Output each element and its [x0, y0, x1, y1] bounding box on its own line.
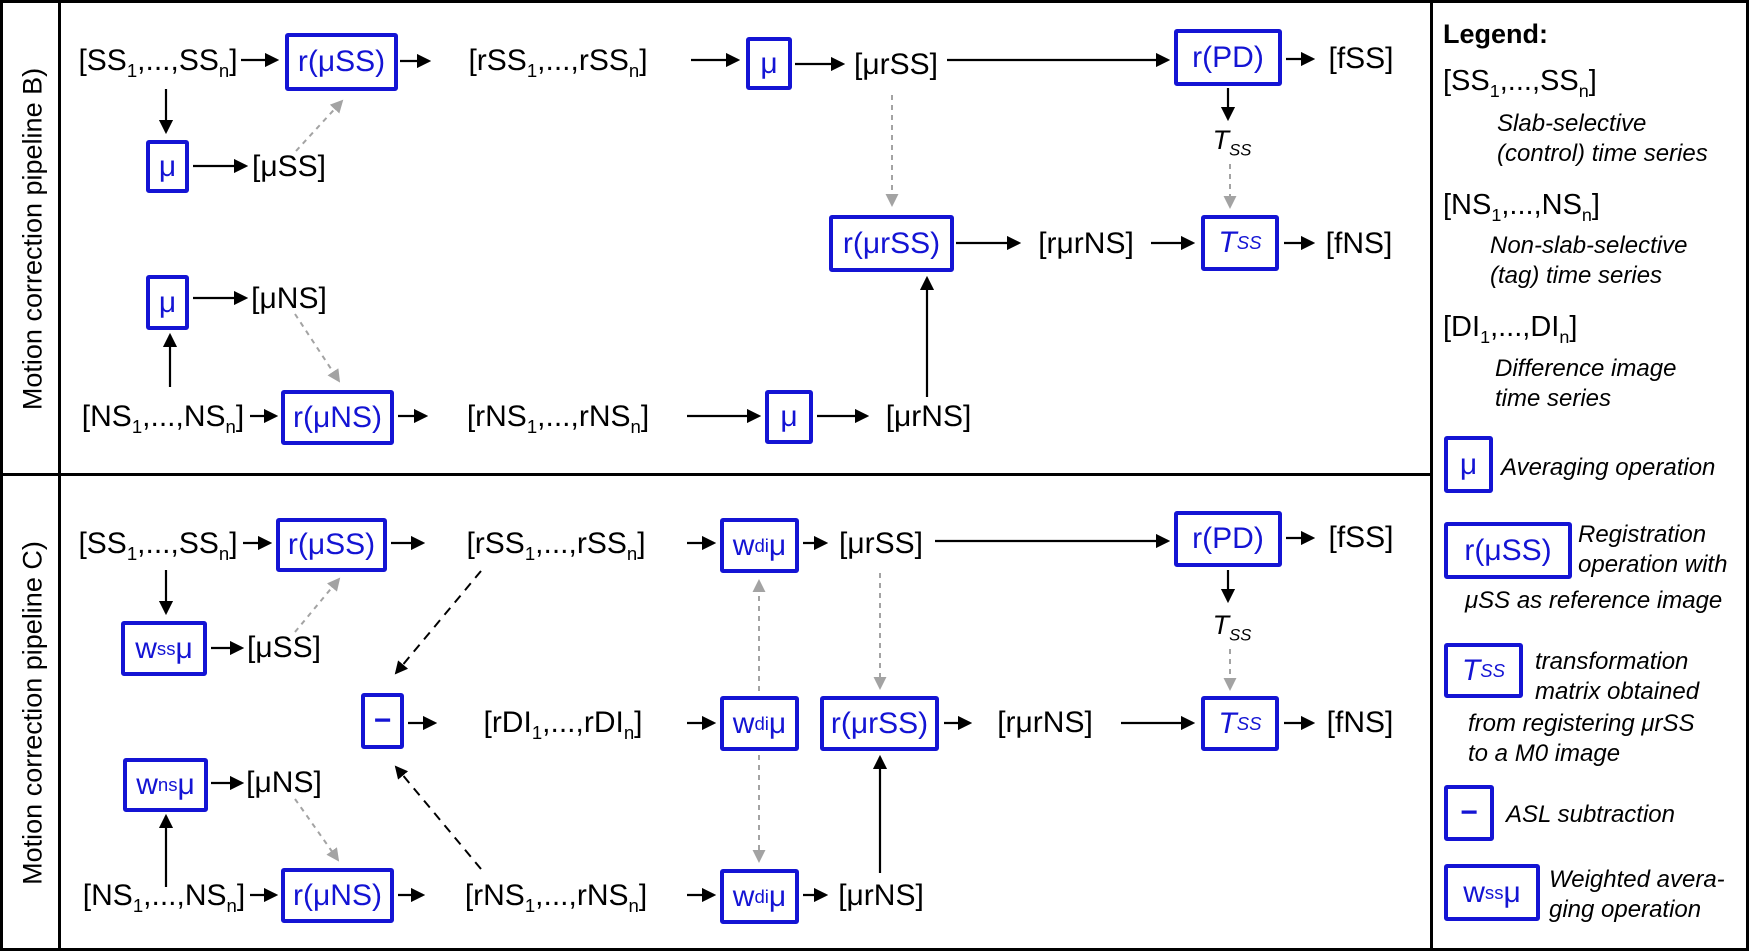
c-r-pd-box: r(PD) [1174, 511, 1282, 567]
legend-desc-ss-series: Slab-selective(control) time series [1497, 110, 1708, 167]
b-r-muns-box: r(μNS) [281, 390, 394, 445]
legend-minus-box: − [1444, 785, 1494, 841]
b-ns-series: [NS1,...,NSn] [81, 400, 245, 437]
b-mu-box-1: μ [746, 37, 792, 90]
c-rmurns: [rμrNS] [997, 706, 1093, 739]
legend-desc-rmuss-below: μSS as reference image [1465, 587, 1723, 614]
b-muss-out: [μSS] [252, 150, 326, 183]
c-ss-series: [SS1,...,SSn] [78, 527, 238, 564]
dashed-c-muns-to-rmuns [294, 798, 340, 862]
c-r-murss-box: r(μrSS) [820, 696, 939, 751]
c-r-muss-box: r(μSS) [276, 518, 387, 572]
c-rdi-series: [rDI1,...,rDIn] [483, 706, 643, 743]
b-mu-box-4: μ [765, 390, 813, 444]
dashed-c-muss-to-rmuss [294, 577, 341, 633]
c-fns: [fNS] [1326, 706, 1394, 739]
c-muss-out: [μSS] [247, 631, 321, 664]
legend-desc-mu: Averaging operation [1501, 454, 1716, 481]
b-mu-box-3: μ [146, 275, 189, 330]
b-fss: [fSS] [1328, 42, 1394, 75]
c-muns-out: [μNS] [246, 766, 322, 799]
legend-title: Legend: [1443, 19, 1548, 49]
b-r-pd-box: r(PD) [1174, 29, 1282, 86]
pipeline-c-title: Motion correction pipeline C) [17, 541, 48, 885]
legend-term-ss-series: [SS1,...,SSn] [1443, 65, 1597, 101]
b-muns-out: [μNS] [251, 282, 327, 315]
legend-rmuss-box: r(μSS) [1444, 522, 1572, 579]
legend-term-di-series: [DI1,...,DIn] [1443, 311, 1578, 347]
c-murns: [μrNS] [838, 879, 924, 912]
legend-mu-box: μ [1444, 436, 1493, 493]
c-fss: [fSS] [1328, 521, 1394, 554]
b-r-muss-box: r(μSS) [285, 33, 398, 91]
dashed-b-muss-to-rmuss [295, 99, 344, 152]
dashed-c-rns-to-minus [394, 765, 482, 870]
pipeline-label-divider [58, 3, 61, 948]
legend-desc-wss: Weighted avera-ging operation [1549, 866, 1725, 923]
c-ns-series: [NS1,...,NSn] [82, 879, 246, 916]
legend-divider [1430, 3, 1433, 948]
pipeline-b-c-divider [3, 473, 1431, 476]
c-tss-label: TSS [1212, 610, 1252, 645]
b-murns: [μrNS] [885, 400, 972, 433]
c-rss-series: [rSS1,...,rSSn] [466, 527, 646, 564]
b-ss-series: [SS1,...,SSn] [78, 44, 238, 81]
legend-term-ns-series: [NS1,...,NSn] [1443, 189, 1600, 225]
c-r-muns-box: r(μNS) [281, 868, 394, 923]
b-murss: [μrSS] [854, 48, 938, 81]
dashed-b-muns-to-rmuns [294, 313, 341, 383]
pipeline-b-title: Motion correction pipeline B) [17, 67, 48, 411]
b-rns-series: [rNS1,...,rNSn] [466, 400, 650, 437]
b-mu-box-2: μ [146, 140, 189, 193]
b-rss-series: [rSS1,...,rSSn] [468, 44, 648, 81]
legend-desc-ns-series: Non-slab-selective(tag) time series [1490, 232, 1688, 289]
dashed-c-rss-to-minus [394, 570, 482, 675]
legend-desc-minus: ASL subtraction [1506, 801, 1675, 828]
c-rns-series: [rNS1,...,rNSn] [464, 879, 648, 916]
c-murss: [μrSS] [839, 527, 923, 560]
b-tss-label: TSS [1212, 125, 1252, 160]
b-r-murss-box: r(μrSS) [829, 215, 954, 272]
b-fns: [fNS] [1325, 227, 1393, 260]
b-rmurns: [rμrNS] [1038, 227, 1134, 260]
c-minus-box: − [361, 693, 404, 749]
